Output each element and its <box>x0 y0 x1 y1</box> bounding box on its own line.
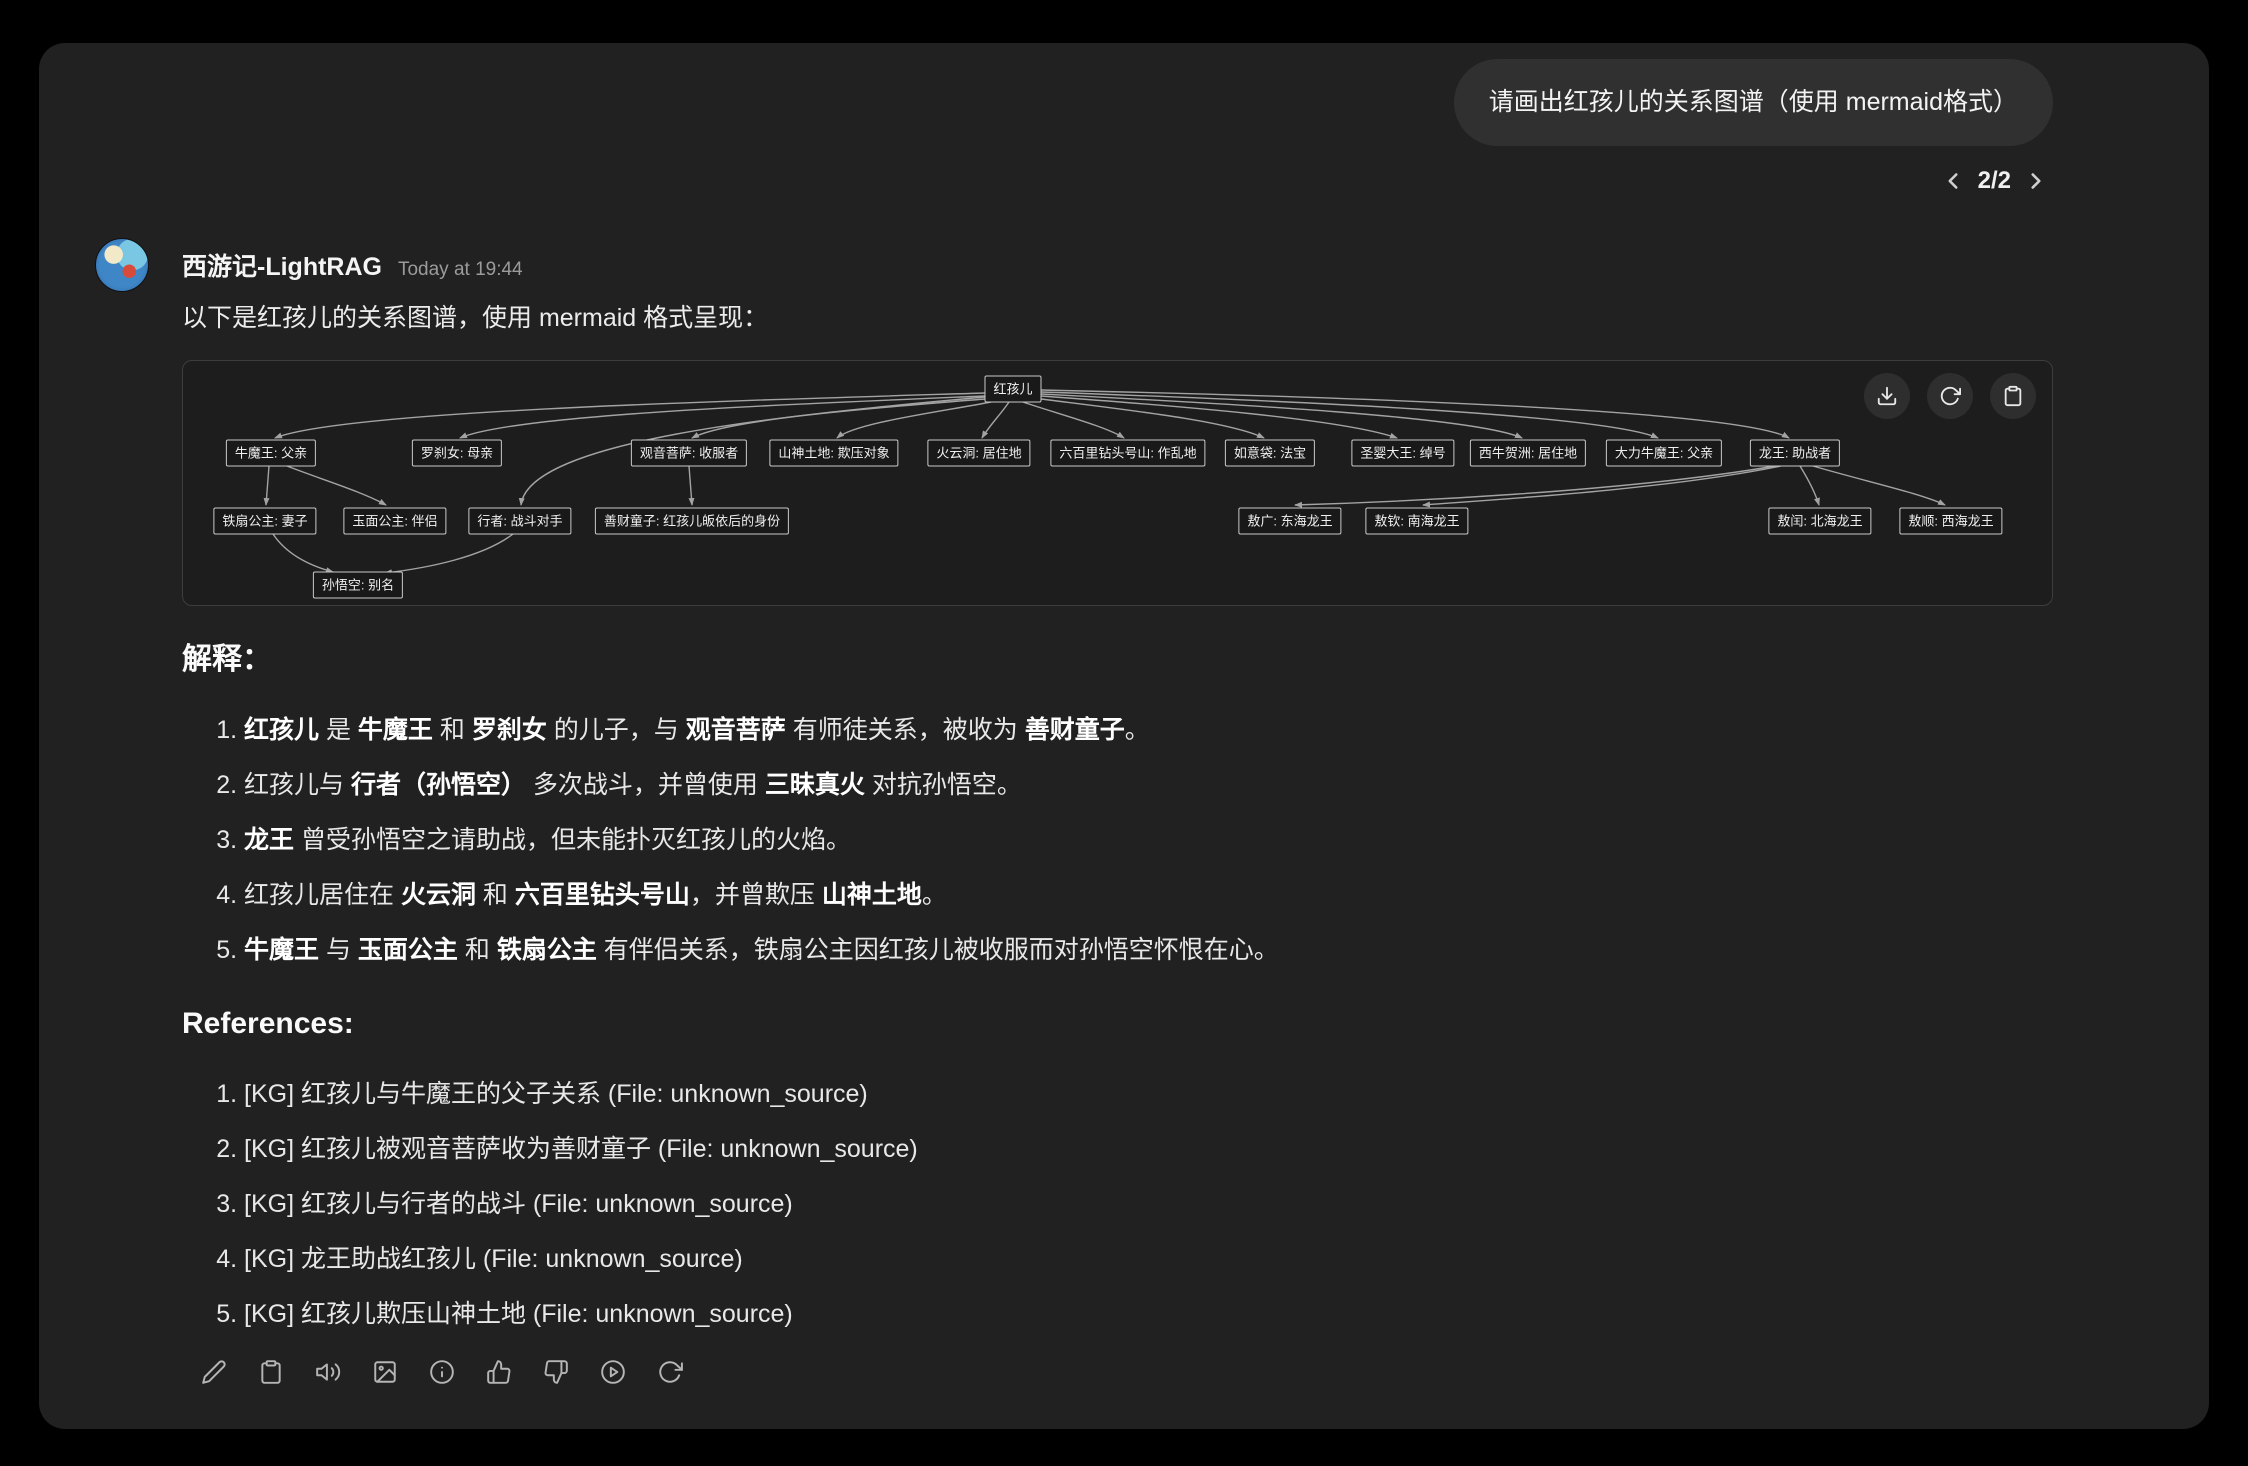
chat-panel: 请画出红孩儿的关系图谱（使用 mermaid格式） 2/2 西游记-LightR… <box>39 43 2209 1429</box>
references-list: [KG] 红孩儿与牛魔王的父子关系 (File: unknown_source)… <box>182 1076 2053 1332</box>
diagram-node: 玉面公主: 伴侣 <box>343 507 447 535</box>
explanation-item: 红孩儿居住在 火云洞 和 六百里钻头号山，并曾欺压 山神土地。 <box>244 877 2053 913</box>
thumbs-down-button[interactable] <box>542 1358 569 1385</box>
image-icon <box>373 1360 396 1383</box>
info-button[interactable] <box>428 1358 455 1385</box>
diagram-node: 西牛贺洲: 居住地 <box>1469 439 1587 467</box>
assistant-message-body: 以下是红孩儿的关系图谱，使用 mermaid 格式呈现： <box>182 300 2053 1385</box>
chevron-right-icon[interactable] <box>2023 168 2049 194</box>
user-message-bubble: 请画出红孩儿的关系图谱（使用 mermaid格式） <box>1453 59 2053 146</box>
user-message-row: 请画出红孩儿的关系图谱（使用 mermaid格式） <box>1453 59 2053 146</box>
diagram-node: 善财童子: 红孩儿皈依后的身份 <box>594 507 790 535</box>
diagram-node: 牛魔王: 父亲 <box>225 439 317 467</box>
refresh-icon <box>1940 386 1961 406</box>
references-heading: References: <box>182 1007 354 1040</box>
diagram-node: 观音菩萨: 收服者 <box>630 439 748 467</box>
chevron-left-icon[interactable] <box>1940 168 1966 194</box>
diagram-edges <box>263 389 1946 576</box>
explanation-item: 牛魔王 与 玉面公主 和 铁扇公主 有伴侣关系，铁扇公主因红孩儿被收服而对孙悟空… <box>244 932 2053 968</box>
reference-item: [KG] 龙王助战红孩儿 (File: unknown_source) <box>244 1241 2053 1277</box>
message-timestamp: Today at 19:44 <box>397 259 523 280</box>
edit-button[interactable] <box>200 1358 227 1385</box>
thumbs-up-button[interactable] <box>485 1358 512 1385</box>
copy-diagram-button[interactable] <box>1990 373 2036 419</box>
play-button[interactable] <box>599 1358 626 1385</box>
diagram-node: 敖顺: 西海龙王 <box>1899 507 2003 535</box>
message-action-bar <box>182 1358 2053 1385</box>
diagram-node: 敖闰: 北海龙王 <box>1768 507 1872 535</box>
assistant-avatar[interactable] <box>95 238 149 292</box>
explanation-item: 红孩儿 是 牛魔王 和 罗刹女 的儿子，与 观音菩萨 有师徒关系，被收为 善财童… <box>244 712 2053 748</box>
diagram-node: 铁扇公主: 妻子 <box>213 507 317 535</box>
explanation-list: 红孩儿 是 牛魔王 和 罗刹女 的儿子，与 观音菩萨 有师徒关系，被收为 善财童… <box>182 712 2053 968</box>
download-icon <box>1877 386 1897 406</box>
diagram-node: 孙悟空: 别名 <box>312 571 404 599</box>
diagram-node: 火云洞: 居住地 <box>927 439 1031 467</box>
diagram-node: 敖钦: 南海龙王 <box>1365 507 1469 535</box>
reference-item: [KG] 红孩儿欺压山神土地 (File: unknown_source) <box>244 1296 2053 1332</box>
reference-item: [KG] 红孩儿与牛魔王的父子关系 (File: unknown_source) <box>244 1076 2053 1112</box>
diagram-node: 罗刹女: 母亲 <box>411 439 503 467</box>
explanation-item: 龙王 曾受孙悟空之请助战，但未能扑灭红孩儿的火焰。 <box>244 822 2053 858</box>
diagram-node: 山神土地: 欺压对象 <box>769 439 899 467</box>
refresh-diagram-button[interactable] <box>1927 373 1973 419</box>
mermaid-diagram: 红孩儿 牛魔王: 父亲 罗刹女: 母亲 观音菩萨: 收服者 山神土地: 欺压对象… <box>182 360 2053 606</box>
diagram-node: 敖广: 东海龙王 <box>1238 507 1342 535</box>
assistant-message: 西游记-LightRAG Today at 19:44 以下是红孩儿的关系图谱，使… <box>95 238 2053 1385</box>
diagram-node: 圣婴大王: 绰号 <box>1351 439 1455 467</box>
reference-item: [KG] 红孩儿与行者的战斗 (File: unknown_source) <box>244 1186 2053 1222</box>
diagram-node: 如意袋: 法宝 <box>1224 439 1316 467</box>
read-aloud-button[interactable] <box>314 1358 341 1385</box>
play-circle-icon <box>600 1359 625 1384</box>
explanation-item: 红孩儿与 行者（孙悟空） 多次战斗，并曾使用 三昧真火 对抗孙悟空。 <box>244 767 2053 803</box>
diagram-node: 大力牛魔王: 父亲 <box>1605 439 1723 467</box>
assistant-name: 西游记-LightRAG <box>182 253 382 281</box>
diagram-node: 行者: 战斗对手 <box>468 507 572 535</box>
thumbs-up-icon <box>486 1359 510 1384</box>
info-icon <box>429 1359 454 1384</box>
pencil-icon <box>201 1359 226 1384</box>
message-pagination: 2/2 <box>1940 167 2049 195</box>
download-diagram-button[interactable] <box>1864 373 1910 419</box>
diagram-node: 龙王: 助战者 <box>1749 439 1841 467</box>
diagram-node: 六百里钻头号山: 作乱地 <box>1050 439 1206 467</box>
regenerate-button[interactable] <box>656 1358 683 1385</box>
speaker-icon <box>315 1362 340 1381</box>
assistant-header-text: 西游记-LightRAG Today at 19:44 <box>182 247 523 283</box>
copy-message-button[interactable] <box>257 1358 284 1385</box>
clipboard-icon <box>2004 385 2022 407</box>
image-export-button[interactable] <box>371 1358 398 1385</box>
assistant-intro-text: 以下是红孩儿的关系图谱，使用 mermaid 格式呈现： <box>182 304 769 332</box>
diagram-node-root: 红孩儿 <box>984 375 1042 403</box>
clipboard-icon <box>260 1359 281 1384</box>
pagination-count: 2/2 <box>1977 167 2011 194</box>
explanation-heading: 解释： <box>182 643 272 676</box>
thumbs-down-icon <box>544 1359 568 1384</box>
assistant-header: 西游记-LightRAG Today at 19:44 <box>95 238 2053 292</box>
refresh-icon <box>658 1360 683 1383</box>
diagram-toolbar <box>1864 373 2036 419</box>
reference-item: [KG] 红孩儿被观音菩萨收为善财童子 (File: unknown_sourc… <box>244 1131 2053 1167</box>
